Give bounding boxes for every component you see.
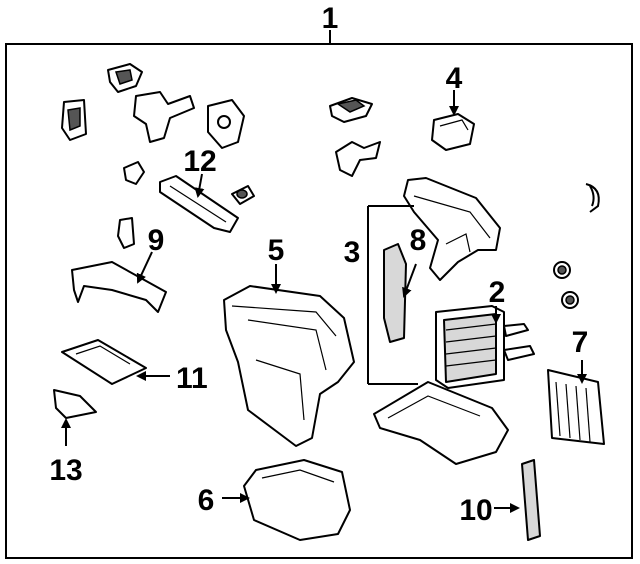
callout-1: 1	[322, 2, 339, 35]
bracket-parts-cluster	[61, 63, 245, 185]
part-11-door	[61, 339, 147, 385]
part-3-lower-case	[373, 381, 509, 465]
part-12-bracket	[159, 175, 255, 233]
leader-12	[194, 173, 205, 198]
part-6-blower-case	[243, 459, 351, 541]
part-13-cover	[53, 389, 97, 419]
hose-clamp	[585, 183, 600, 213]
callout-3: 3	[344, 236, 361, 269]
callout-4: 4	[446, 62, 463, 95]
part-7-filter	[547, 369, 605, 445]
callout-12: 12	[183, 145, 216, 178]
callout-2: 2	[489, 276, 506, 309]
callout-9: 9	[148, 224, 165, 257]
part-10-seal	[521, 459, 541, 541]
part-5-evaporator-case	[223, 285, 355, 447]
part-4-actuator	[431, 113, 475, 151]
leader-8	[402, 263, 417, 298]
callout-10: 10	[459, 494, 492, 527]
callout-5: 5	[268, 234, 285, 267]
leader-9	[136, 251, 153, 284]
part-3-upper-case	[403, 177, 501, 281]
callout-6: 6	[198, 484, 215, 517]
callout-8: 8	[410, 224, 427, 257]
callout-11: 11	[176, 362, 208, 395]
seal-and-bracket	[329, 97, 381, 177]
part-8-seal	[383, 243, 407, 343]
part-9-cover	[71, 261, 167, 313]
callout-7: 7	[572, 326, 589, 359]
grommets	[553, 261, 579, 309]
assembly-frame	[5, 43, 633, 559]
part-2-heater-core	[435, 305, 535, 389]
clip-part	[117, 217, 135, 249]
callout-13: 13	[49, 454, 82, 487]
